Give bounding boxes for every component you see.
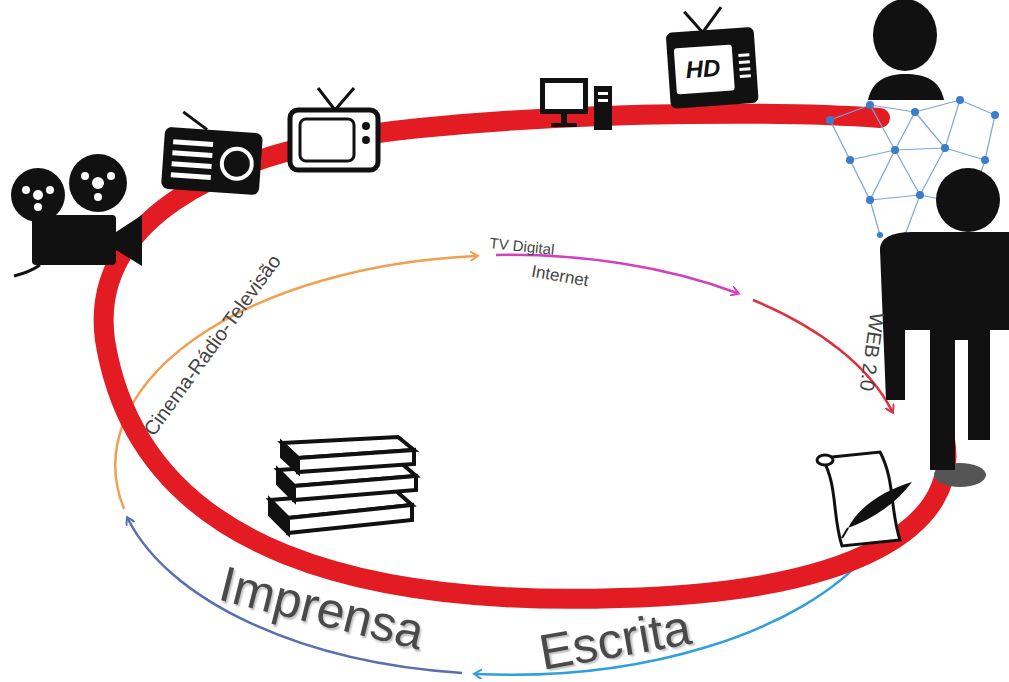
era-label: Escrita <box>535 602 694 678</box>
radio-icon <box>161 111 264 196</box>
tv-icon <box>290 88 378 170</box>
hd-tv-icon <box>664 5 759 109</box>
computer-icon <box>540 78 612 130</box>
arc-arrow <box>496 255 737 293</box>
icon-text: HD <box>685 56 721 82</box>
books-icon <box>270 437 416 533</box>
red-spiral <box>104 114 947 599</box>
era-label: WEB 2.0 <box>857 312 888 393</box>
network-graph <box>826 96 999 238</box>
film-camera-icon <box>11 154 142 276</box>
scroll-quill-icon <box>817 452 912 546</box>
person-bust <box>868 0 944 100</box>
era-label: Internet <box>530 263 590 290</box>
era-label: Cinema-Rádio-Televisão <box>140 251 284 439</box>
standing-person <box>880 168 1009 487</box>
era-label: TV Digital <box>489 235 555 257</box>
arc-arrow <box>753 300 892 411</box>
